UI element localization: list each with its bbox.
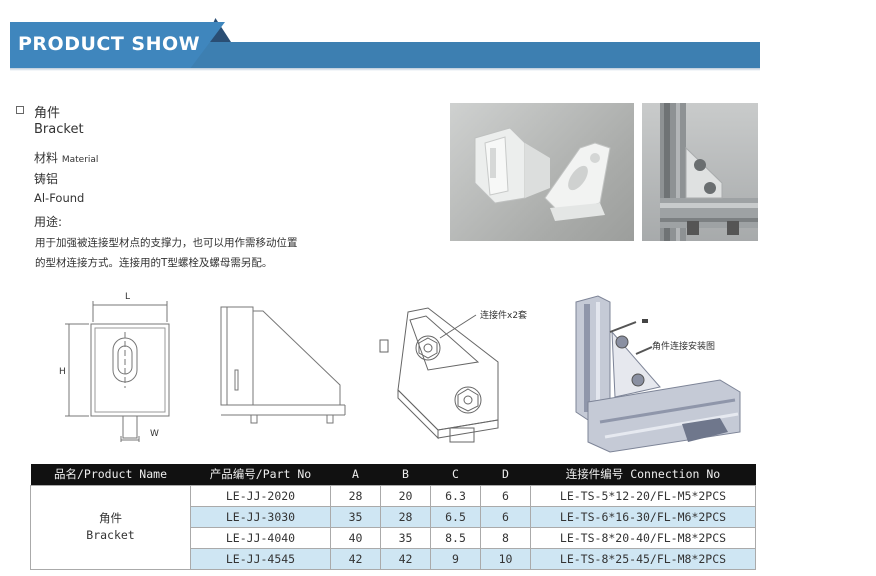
product-name-cell: 角件 Bracket xyxy=(30,484,191,570)
b-cell: 35 xyxy=(380,526,431,549)
col-a: A xyxy=(330,464,381,485)
c-cell: 6.3 xyxy=(430,484,481,507)
col-connection-no: 连接件编号 Connection No xyxy=(530,464,756,485)
part-no-cell: LE-JJ-2020 xyxy=(190,484,331,507)
spec-table: 品名/Product Name 产品编号/Part No A B C D 连接件… xyxy=(30,464,756,570)
a-cell: 42 xyxy=(330,547,381,570)
material-label-cn: 材料 xyxy=(34,151,59,165)
header-tab xyxy=(10,22,225,68)
material-label-en: Material xyxy=(61,155,99,165)
b-cell: 28 xyxy=(380,505,431,528)
product-name-cell-cn: 角件 xyxy=(99,511,122,525)
material-cn: 铸铝 xyxy=(34,172,59,186)
bracket-photo xyxy=(450,103,634,241)
part-no-cell: LE-JJ-4040 xyxy=(190,526,331,549)
a-cell: 40 xyxy=(330,526,381,549)
exploded-view-drawing: 连接件x2套 xyxy=(378,300,548,460)
d-cell: 10 xyxy=(480,547,531,570)
a-cell: 35 xyxy=(330,505,381,528)
d-cell: 6 xyxy=(480,505,531,528)
table-row: 角件 Bracket LE-JJ-2020 28 20 6.3 6 LE-TS-… xyxy=(30,484,756,570)
table-header-row: 品名/Product Name 产品编号/Part No A B C D 连接件… xyxy=(30,464,756,485)
d-cell: 6 xyxy=(480,484,531,507)
product-name-en: Bracket xyxy=(34,122,84,137)
c-cell: 6.5 xyxy=(430,505,481,528)
part-no-cell: LE-JJ-3030 xyxy=(190,505,331,528)
col-d: D xyxy=(480,464,531,485)
part-no-cell: LE-JJ-4545 xyxy=(190,547,331,570)
col-b: B xyxy=(380,464,431,485)
b-cell: 42 xyxy=(380,547,431,570)
side-view-drawing xyxy=(215,305,355,435)
connection-cell: LE-TS-6*16-30/FL-M6*2PCS xyxy=(530,505,756,528)
installed-photo xyxy=(642,103,758,241)
col-product-name: 品名/Product Name xyxy=(30,464,191,485)
col-part-no: 产品编号/Part No xyxy=(190,464,331,485)
connection-cell: LE-TS-8*25-45/FL-M8*2PCS xyxy=(530,547,756,570)
c-cell: 8.5 xyxy=(430,526,481,549)
connection-cell: LE-TS-5*12-20/FL-M5*2PCS xyxy=(530,484,756,507)
installation-drawing: 角件连接安装图 xyxy=(570,292,770,462)
b-cell: 20 xyxy=(380,484,431,507)
header-title: PRODUCT SHOW xyxy=(18,33,201,55)
dim-W-label: W xyxy=(150,429,159,439)
d-cell: 8 xyxy=(480,526,531,549)
connection-cell: LE-TS-8*20-40/FL-M8*2PCS xyxy=(530,526,756,549)
material-label: 材料 Material xyxy=(34,149,98,166)
col-c: C xyxy=(430,464,481,485)
bullet-square-icon xyxy=(16,106,24,114)
usage-text: 用于加强被连接型材点的支撑力，也可以用作需移动位置的型材连接方式。连接用的T型螺… xyxy=(35,237,298,269)
table-row: LE-JJ-3030 35 28 6.5 6 LE-TS-6*16-30/FL-… xyxy=(31,505,756,528)
front-view-drawing: L H W xyxy=(55,288,180,448)
a-cell: 28 xyxy=(330,484,381,507)
table-row: LE-JJ-4040 40 35 8.5 8 LE-TS-8*20-40/FL-… xyxy=(31,526,756,549)
header-shadow xyxy=(10,68,760,71)
table-row: LE-JJ-4545 42 42 9 10 LE-TS-8*25-45/FL-M… xyxy=(31,547,756,570)
dim-L-label: L xyxy=(125,292,130,302)
dim-H-label: H xyxy=(59,367,66,377)
c-cell: 9 xyxy=(430,547,481,570)
product-name-cn: 角件 xyxy=(34,106,61,121)
product-name-cell-en: Bracket xyxy=(86,528,135,542)
install-callout: 角件连接安装图 xyxy=(652,342,716,352)
material-en: Al-Found xyxy=(34,191,85,205)
connector-callout: 连接件x2套 xyxy=(480,311,528,321)
usage-label: 用途: xyxy=(34,215,63,229)
